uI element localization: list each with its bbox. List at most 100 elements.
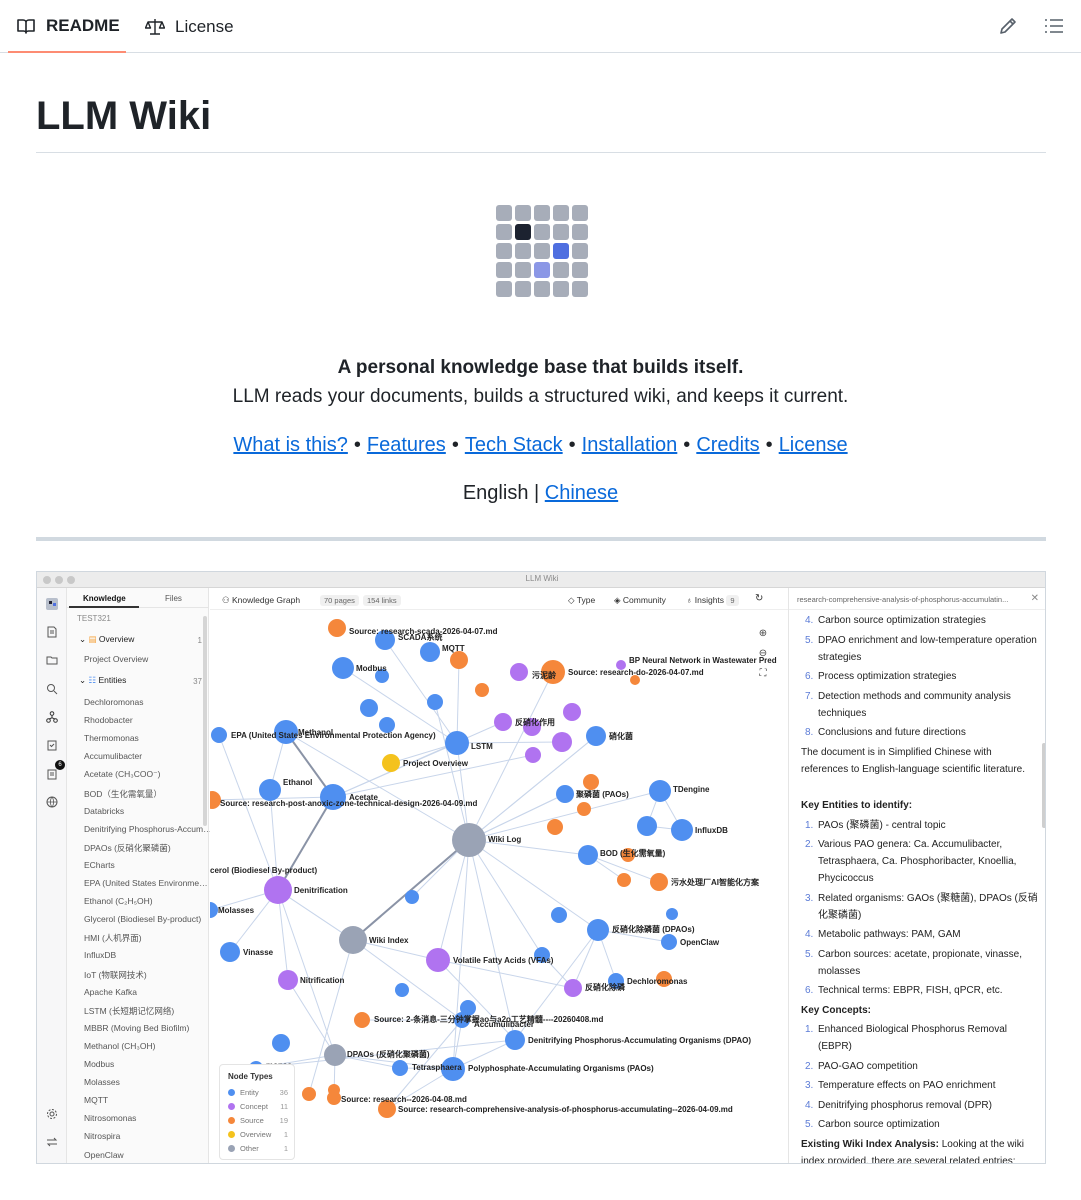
link-features[interactable]: Features bbox=[366, 434, 446, 456]
tab-license[interactable]: License bbox=[145, 0, 234, 53]
graph-node[interactable] bbox=[354, 1012, 370, 1028]
entity-list-item[interactable]: IoT (物联网技术) bbox=[84, 969, 147, 980]
graph-node[interactable] bbox=[426, 948, 450, 972]
graph-node[interactable] bbox=[360, 699, 378, 717]
graph-node[interactable] bbox=[427, 694, 443, 710]
graph-node[interactable] bbox=[210, 791, 221, 809]
tab-files[interactable]: Files bbox=[165, 594, 182, 603]
graph-node[interactable] bbox=[551, 907, 567, 923]
graph-node[interactable] bbox=[621, 848, 635, 862]
entity-list-item[interactable]: Accumulibacter bbox=[84, 751, 143, 762]
graph-node[interactable] bbox=[587, 919, 609, 941]
entity-list-item[interactable]: Glycerol (Biodiesel By-product) bbox=[84, 914, 202, 925]
folder-icon[interactable] bbox=[46, 654, 58, 666]
graph-node[interactable] bbox=[534, 947, 550, 963]
graph-node[interactable] bbox=[637, 816, 657, 836]
link-what-is-this[interactable]: What is this? bbox=[233, 434, 348, 456]
entity-list-item[interactable]: Denitrifying Phosphorus-Accumulating bbox=[84, 823, 212, 834]
graph-node[interactable] bbox=[379, 717, 395, 733]
graph-node[interactable] bbox=[552, 732, 572, 752]
tree-overview[interactable]: ⌄ ▤ Overview bbox=[79, 634, 207, 648]
entity-list-item[interactable]: Molasses bbox=[84, 1077, 120, 1088]
graph-icon[interactable] bbox=[46, 711, 58, 723]
graph-node[interactable] bbox=[264, 876, 292, 904]
settings-gear-icon[interactable] bbox=[46, 1108, 58, 1120]
search-icon[interactable] bbox=[46, 683, 58, 695]
graph-canvas[interactable]: Source: research-scada-2026-04-07.mdSCAD… bbox=[210, 610, 788, 1164]
entity-list-item[interactable]: Dechloromonas bbox=[84, 697, 144, 707]
tree-entities[interactable]: ⌄ ☷ Entities bbox=[79, 675, 207, 689]
entity-list-item[interactable]: Acetate (CH₃COO⁻) bbox=[84, 769, 161, 780]
graph-node[interactable] bbox=[661, 934, 677, 950]
entity-list-item[interactable]: HMI (人机界面) bbox=[84, 933, 142, 944]
entity-list-item[interactable]: Ethanol (C₂H₅OH) bbox=[84, 896, 153, 907]
graph-node[interactable] bbox=[666, 908, 678, 920]
outline-list-icon[interactable] bbox=[1043, 15, 1065, 37]
graph-node[interactable] bbox=[494, 713, 512, 731]
entity-list-item[interactable]: Modbus bbox=[84, 1059, 115, 1069]
entity-list-item[interactable]: Databricks bbox=[84, 805, 125, 816]
graph-node[interactable] bbox=[441, 1057, 465, 1081]
graph-node[interactable] bbox=[302, 1087, 316, 1101]
tab-knowledge[interactable]: Knowledge bbox=[83, 594, 126, 603]
reader-scrollbar[interactable] bbox=[1042, 743, 1045, 828]
entity-list-item[interactable]: Rhodobacter bbox=[84, 715, 133, 726]
link-chinese[interactable]: Chinese bbox=[544, 482, 619, 504]
graph-node[interactable] bbox=[324, 1044, 346, 1066]
graph-node[interactable] bbox=[617, 873, 631, 887]
graph-node[interactable] bbox=[656, 971, 672, 987]
entity-list-item[interactable]: Methanol (CH₃OH) bbox=[84, 1040, 156, 1051]
graph-node[interactable] bbox=[650, 873, 668, 891]
zoom-in-icon[interactable]: ⊕ bbox=[758, 628, 768, 639]
graph-node[interactable] bbox=[510, 663, 528, 681]
globe-icon[interactable] bbox=[46, 796, 58, 808]
graph-node[interactable] bbox=[320, 784, 346, 810]
community-button[interactable]: ◈ Community bbox=[614, 595, 666, 606]
graph-node[interactable] bbox=[649, 780, 671, 802]
tab-readme[interactable]: README bbox=[8, 0, 126, 53]
graph-node[interactable] bbox=[395, 983, 409, 997]
graph-node[interactable] bbox=[578, 845, 598, 865]
graph-node[interactable] bbox=[375, 669, 389, 683]
graph-node[interactable] bbox=[382, 754, 400, 772]
graph-node[interactable] bbox=[525, 747, 541, 763]
refresh-icon[interactable]: ↻ bbox=[755, 593, 764, 604]
insights-button[interactable]: ♁ Insights 9 bbox=[686, 595, 739, 606]
graph-node[interactable] bbox=[563, 703, 581, 721]
zoom-out-icon[interactable]: ⊖ bbox=[758, 648, 768, 659]
graph-node[interactable] bbox=[541, 660, 565, 684]
graph-node[interactable] bbox=[327, 1091, 341, 1105]
link-credits[interactable]: Credits bbox=[696, 434, 760, 456]
graph-node[interactable] bbox=[210, 902, 218, 918]
graph-node[interactable] bbox=[378, 1100, 396, 1118]
graph-node[interactable] bbox=[460, 1000, 476, 1016]
document-icon[interactable] bbox=[46, 626, 58, 638]
graph-node[interactable] bbox=[445, 731, 469, 755]
graph-node[interactable] bbox=[332, 657, 354, 679]
graph-node[interactable] bbox=[547, 819, 563, 835]
graph-node[interactable] bbox=[278, 970, 298, 990]
swap-icon[interactable] bbox=[46, 1136, 58, 1148]
graph-node[interactable] bbox=[452, 823, 486, 857]
graph-node[interactable] bbox=[272, 1034, 290, 1052]
graph-node[interactable] bbox=[556, 785, 574, 803]
fit-screen-icon[interactable]: ⛶ bbox=[759, 668, 767, 679]
entity-list-item[interactable]: DPAOs (反硝化聚磷菌) bbox=[84, 842, 171, 853]
graph-node[interactable] bbox=[392, 1060, 408, 1076]
entity-list-item[interactable]: Nitrosomonas bbox=[84, 1113, 137, 1124]
entity-list-item[interactable]: Nitrospira bbox=[84, 1131, 121, 1142]
graph-node[interactable] bbox=[454, 1012, 470, 1028]
entity-list-item[interactable]: BOD（生化需氧量） bbox=[84, 788, 162, 799]
clipboard-icon[interactable] bbox=[46, 739, 58, 751]
graph-node[interactable] bbox=[375, 630, 395, 650]
graph-node[interactable] bbox=[328, 619, 346, 637]
entity-list-item[interactable]: Thermomonas bbox=[84, 733, 139, 744]
close-icon[interactable]: ✕ bbox=[1030, 593, 1039, 604]
link-tech-stack[interactable]: Tech Stack bbox=[464, 434, 563, 456]
entity-list-item[interactable]: EPA (United States Environmental) bbox=[84, 878, 212, 888]
graph-node[interactable] bbox=[523, 718, 541, 736]
graph-node[interactable] bbox=[583, 774, 599, 790]
graph-node[interactable] bbox=[630, 675, 640, 685]
entity-list-item[interactable]: MQTT bbox=[84, 1095, 109, 1106]
graph-node[interactable] bbox=[420, 642, 440, 662]
